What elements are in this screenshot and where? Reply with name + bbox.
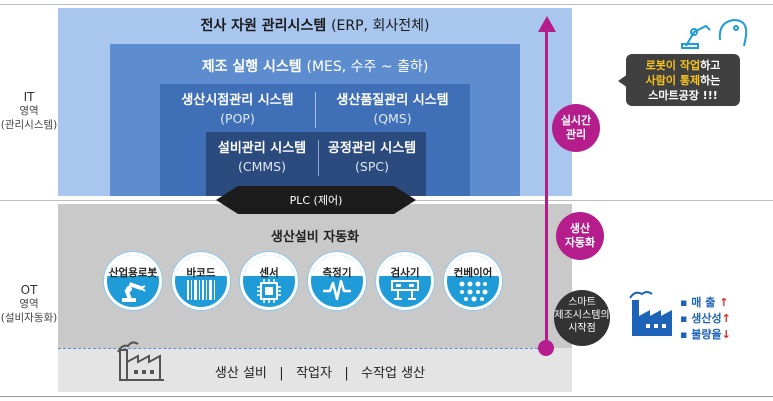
mes-title: 제조 실행 시스템 (MES, 수주 ~ 출하) bbox=[201, 59, 429, 75]
kpi-productivity: ▪ 생산성↑ bbox=[680, 312, 731, 325]
qms-block: 생산품질관리 시스템 (QMS) bbox=[336, 93, 449, 126]
device-inspector: 검사기 bbox=[376, 252, 434, 324]
manual-production-text: 생산 설비 | 작업자 | 수작업 생산 bbox=[214, 366, 426, 381]
device-label: 검사기 bbox=[390, 267, 420, 279]
kpi-list: ▪ 매 출 ↑ ▪ 생산성↑ ▪ 불량율↓ bbox=[680, 295, 731, 343]
cmms-block: 설비관리 시스템 (CMMS) bbox=[217, 141, 307, 174]
device-label: 측정기 bbox=[322, 267, 352, 279]
device-conveyor: 컨베이어 bbox=[444, 252, 502, 324]
cmms-spc-divider bbox=[318, 140, 319, 176]
pop-qms-divider bbox=[315, 92, 316, 128]
erp-title: 전사 자원 관리시스템 (ERP, 회사전체) bbox=[200, 18, 430, 34]
automation-title: 생산설비 자동화 bbox=[270, 230, 360, 245]
inspection-icon bbox=[391, 280, 419, 300]
device-sensor: 센서 bbox=[240, 252, 298, 324]
bottom-divider bbox=[0, 396, 773, 397]
top-divider bbox=[0, 4, 773, 5]
smart-factory-icon bbox=[629, 291, 672, 336]
smart-factory-callout: 로봇이 작업하고 사람이 통제하는 스마트공장 !!! bbox=[626, 54, 740, 106]
device-industrial-robot: 산업용로봇 bbox=[104, 252, 162, 324]
ot-zone-label: OT 영역 (설비자동화) bbox=[0, 283, 58, 324]
realtime-management-bubble: 실시간 관리 bbox=[552, 104, 600, 152]
device-label: 산업용로봇 bbox=[108, 267, 158, 279]
factory-outline-icon bbox=[117, 341, 164, 381]
progress-start-dot bbox=[538, 340, 554, 356]
robot-human-icon bbox=[681, 18, 748, 49]
device-label: 컨베이어 bbox=[453, 267, 493, 279]
kpi-sales: ▪ 매 출 ↑ bbox=[680, 296, 729, 309]
device-label: 센서 bbox=[259, 267, 279, 279]
pop-block: 생산시점관리 시스템 (POP) bbox=[181, 93, 294, 126]
conveyor-icon bbox=[459, 281, 488, 302]
plc-arrow: PLC (제어) bbox=[216, 186, 416, 214]
callout-pointer bbox=[618, 74, 628, 88]
it-zone-label: IT 영역 (관리시스템) bbox=[0, 90, 58, 131]
spc-block: 공정관리 시스템 (SPC) bbox=[327, 141, 417, 174]
device-label: 바코드 bbox=[186, 267, 216, 279]
waveform-icon bbox=[323, 279, 351, 301]
production-automation-bubble: 생산 자동화 bbox=[556, 212, 604, 260]
robot-arm-icon bbox=[122, 282, 146, 302]
progress-line bbox=[545, 28, 548, 348]
device-barcode: 바코드 bbox=[172, 252, 230, 324]
chip-icon bbox=[257, 279, 281, 303]
device-meter: 측정기 bbox=[308, 252, 366, 324]
dashed-boundary bbox=[58, 348, 548, 349]
barcode-icon bbox=[187, 280, 215, 300]
progress-arrowhead bbox=[538, 16, 556, 32]
cmms-spc-layer bbox=[206, 132, 426, 196]
kpi-defect-rate: ▪ 불량율↓ bbox=[680, 328, 731, 341]
smart-manufacturing-start-bubble: 스마트 제조시스템의 시작점 bbox=[554, 290, 610, 346]
plc-label: PLC (제어) bbox=[290, 194, 343, 207]
